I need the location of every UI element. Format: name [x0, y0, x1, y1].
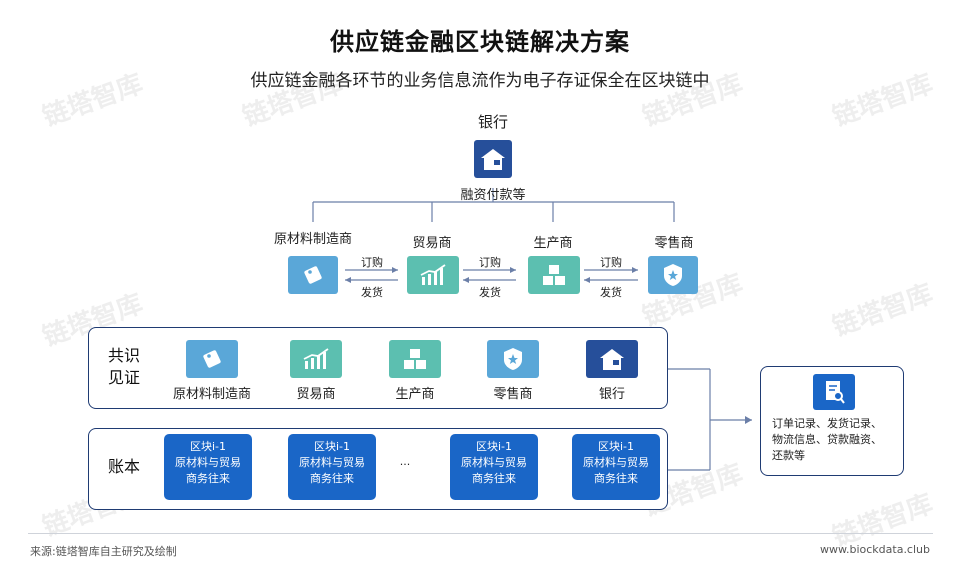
- bank-icon: [474, 140, 512, 178]
- boxes-icon: [528, 256, 580, 294]
- badge-icon: [648, 256, 698, 294]
- tag-icon: [288, 256, 338, 294]
- party-label-raw: 原材料制造商: [273, 232, 352, 247]
- order-label: 订购: [600, 256, 622, 269]
- records-line: 物流信息、贷款融资、: [772, 433, 882, 446]
- records-line: 订单记录、发货记录、: [772, 417, 882, 430]
- block-line: 商务往来: [310, 472, 354, 485]
- block-title: 区块i-1: [313, 440, 351, 453]
- block-line: 商务往来: [594, 472, 638, 485]
- party-label-trade: 贸易商: [412, 236, 452, 251]
- block-title: 区块i-1: [475, 440, 513, 453]
- block-title: 区块i-1: [597, 440, 635, 453]
- ledger-side-label: 账本: [108, 457, 141, 476]
- block-line: 商务往来: [472, 472, 516, 485]
- document-search-icon: [813, 374, 855, 410]
- block-title: 区块i-1: [189, 440, 227, 453]
- consensus-member-label: 零售商: [493, 387, 533, 402]
- boxes-icon: [389, 340, 441, 378]
- consensus-side-line: 共识: [108, 346, 141, 365]
- ship-label: 发货: [361, 286, 383, 299]
- footer-divider: [28, 533, 933, 534]
- page-title: 供应链金融区块链解决方案: [330, 28, 630, 56]
- chart-up-icon: [407, 256, 459, 294]
- tag-icon: [186, 340, 238, 378]
- consensus-side-label: 共识 见证: [108, 345, 140, 389]
- bank-icon: [586, 340, 638, 378]
- consensus-panel: [88, 327, 668, 409]
- block-line: 原材料与贸易: [583, 456, 649, 469]
- order-label: 订购: [361, 256, 383, 269]
- party-label-retail: 零售商: [654, 236, 694, 251]
- order-label: 订购: [479, 256, 501, 269]
- ledger-block: 区块i-1 原材料与贸易 商务往来: [288, 434, 376, 500]
- records-text: 订单记录、发货记录、 物流信息、贷款融资、 还款等: [772, 416, 882, 464]
- bank-service-label: 融资付款等: [460, 188, 526, 203]
- page-subtitle: 供应链金融各环节的业务信息流作为电子存证保全在区块链中: [250, 71, 710, 91]
- badge-icon: [487, 340, 539, 378]
- ship-label: 发货: [479, 286, 501, 299]
- footer-source: 来源:链塔智库自主研究及绘制: [30, 545, 177, 558]
- consensus-member-label: 原材料制造商: [172, 387, 251, 402]
- ship-label: 发货: [600, 286, 622, 299]
- bank-label: 银行: [477, 113, 508, 131]
- footer-site: www.biockdata.club: [820, 543, 930, 556]
- ledger-block: 区块i-1 原材料与贸易 商务往来: [450, 434, 538, 500]
- party-label-producer: 生产商: [533, 236, 573, 251]
- consensus-member-label: 贸易商: [296, 387, 336, 402]
- consensus-side-line: 见证: [108, 368, 141, 387]
- consensus-member-label: 生产商: [395, 387, 435, 402]
- ledger-block: 区块i-1 原材料与贸易 商务往来: [572, 434, 660, 500]
- ledger-block: 区块i-1 原材料与贸易 商务往来: [164, 434, 252, 500]
- block-line: 原材料与贸易: [175, 456, 241, 469]
- block-line: 原材料与贸易: [299, 456, 365, 469]
- chart-up-icon: [290, 340, 342, 378]
- block-line: 原材料与贸易: [461, 456, 527, 469]
- consensus-member-label: 银行: [598, 387, 625, 402]
- records-line: 还款等: [772, 449, 805, 462]
- ledger-ellipsis: ···: [399, 458, 411, 471]
- block-line: 商务往来: [186, 472, 230, 485]
